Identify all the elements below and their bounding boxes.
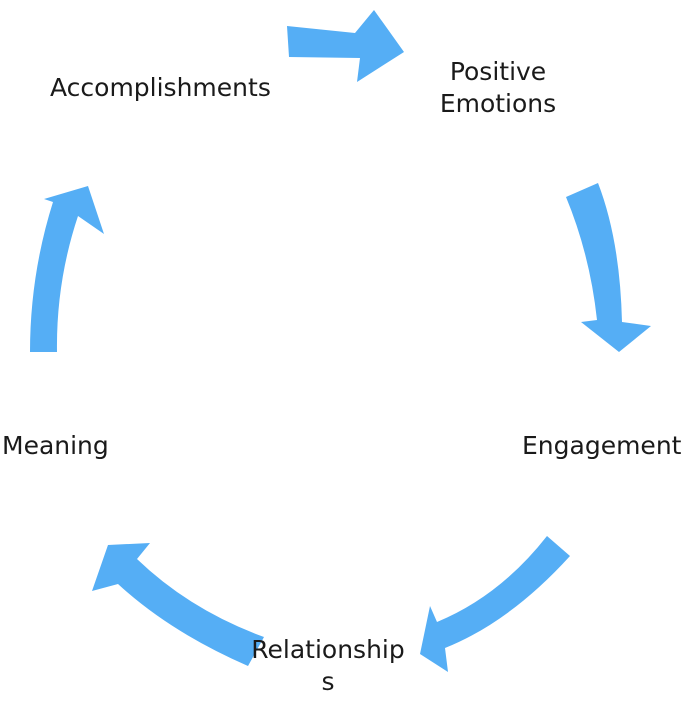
label-meaning: Meaning [2,431,109,460]
arrow-meaning-to-accomplishments [30,186,104,352]
arrow-accomplishments-to-positive-emotions [287,10,404,82]
label-accomplishments: Accomplishments [50,73,271,102]
arrow-positive-emotions-to-engagement [566,183,651,352]
arrow-engagement-to-relationships [420,536,570,672]
arrow-relationships-to-meaning [92,543,264,666]
label-relationships: Relationship s [251,635,405,696]
label-positive-emotions: Positive Emotions [439,57,557,118]
label-engagement: Engagement [522,431,682,460]
